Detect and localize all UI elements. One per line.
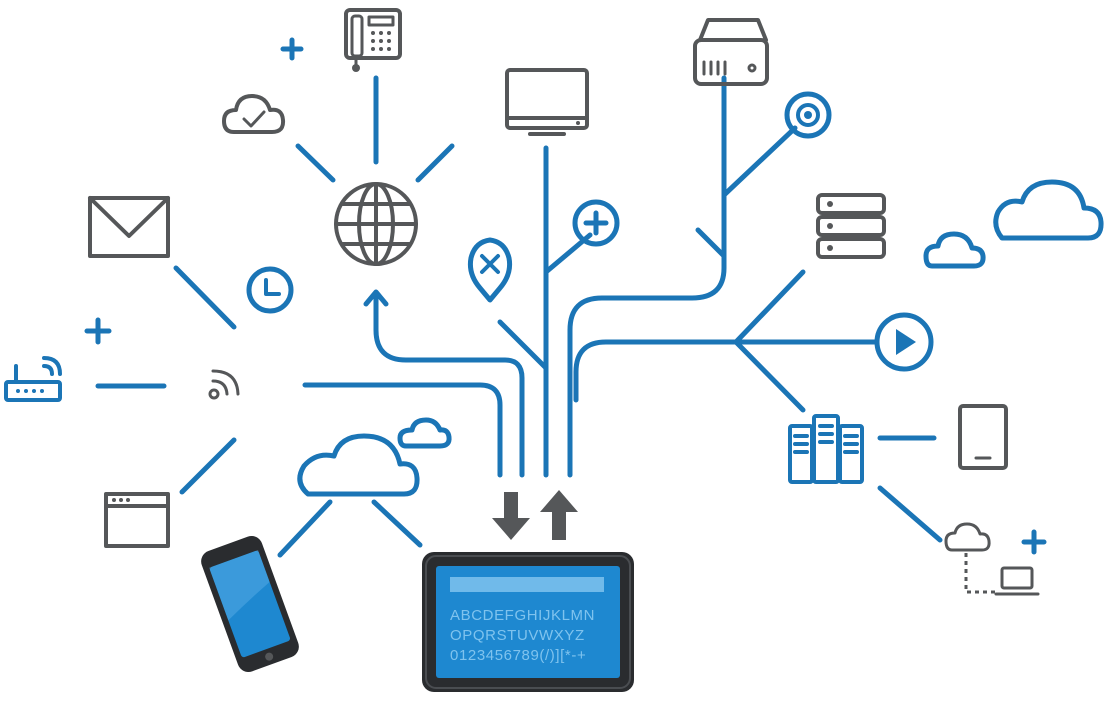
plus-icon [280,37,304,61]
cloud-check-icon [222,94,286,134]
plus-circle-icon [572,199,620,247]
play-circle-icon [874,312,934,372]
plus-icon [84,317,112,345]
wifi-icon [208,369,240,400]
clock-icon [246,266,294,314]
smartphone-icon [201,536,299,672]
tablet-screen-line-2: OPQRSTUVWXYZ [450,627,585,644]
desk-phone-icon [344,8,402,72]
cloud-icon [923,231,986,269]
arrow-down-icon [492,492,530,540]
arrow-up-icon [540,490,578,540]
cloud-icon [397,417,452,449]
tv-monitor-icon [505,68,589,136]
arrow-up-icon [363,289,389,307]
server-stack-icon [816,193,886,259]
cloud-icon [297,433,420,497]
tablet-screen-line-1: ABCDEFGHIJKLMN [450,607,595,624]
file-servers-icon [788,414,864,484]
envelope-icon [88,196,170,258]
cloud-icon [993,179,1104,241]
plus-icon [1021,529,1047,555]
tablet-icon [958,404,1008,470]
target-icon [784,91,832,139]
hard-drive-icon [693,18,769,86]
tablet-screen-line-3: 0123456789(/)][*-+ [450,647,586,664]
connector-lines [95,75,943,558]
tablet-device-icon: ABCDEFGHIJKLMN OPQRSTUVWXYZ 0123456789(/… [422,552,634,692]
router-icon [4,356,62,402]
globe-icon [334,182,418,266]
browser-window-icon [104,492,170,548]
cloud-laptop-icon [944,522,1040,596]
location-pin-x-icon [467,237,513,303]
